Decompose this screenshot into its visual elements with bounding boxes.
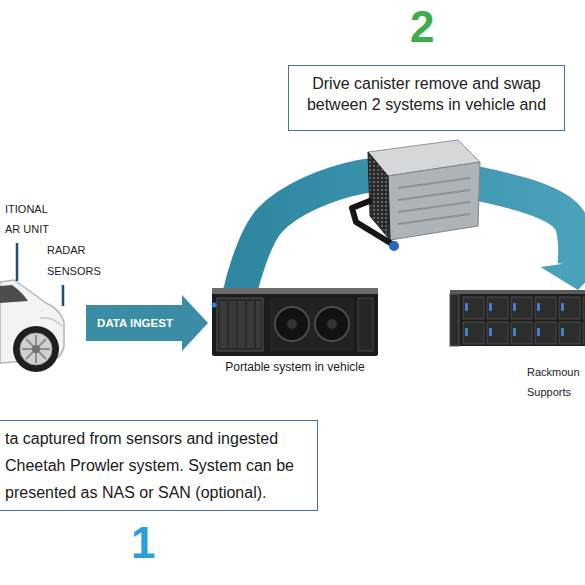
car-window [0, 285, 28, 303]
rim-spoke [26, 339, 46, 359]
drive-slot [247, 301, 254, 348]
canister-side [388, 162, 480, 240]
drive-slot [220, 301, 227, 348]
part-label: ITIONAL AR UNIT [5, 199, 59, 239]
rim-hub [32, 345, 40, 353]
drive-slot [256, 301, 261, 348]
device-label: Portable system in vehicle [212, 359, 378, 375]
drive-slot [229, 301, 236, 348]
box-text: Drive canister remove and swap between 2… [297, 73, 556, 115]
drive-canister [352, 140, 480, 251]
box-text: ta captured from sensors and ingested Ch… [5, 425, 309, 506]
callout-number: 1 [131, 518, 155, 568]
arrow-label: DATA INGEST [89, 317, 181, 329]
part-label: RADAR SENSORS [47, 240, 105, 282]
thumb-screw [389, 241, 399, 251]
vent [358, 298, 373, 351]
rim-spoke [26, 339, 46, 359]
latch-dot [212, 303, 217, 308]
rim-spokes [22, 335, 50, 363]
arrow-head [540, 258, 585, 290]
portable-system: Portable system in vehicle [212, 288, 378, 375]
canister-vents [398, 178, 470, 224]
fan [275, 307, 309, 341]
fan [315, 307, 349, 341]
fan-panel [270, 298, 354, 351]
car [0, 280, 64, 372]
rack-ear [450, 294, 459, 346]
drive-slot [238, 301, 245, 348]
device-area [450, 290, 585, 346]
car-tyre [13, 326, 59, 372]
vent-line [398, 214, 470, 224]
device-area [212, 288, 378, 356]
car-rim [20, 333, 52, 365]
rack-bays [462, 296, 585, 346]
vent-line [398, 190, 470, 200]
rackmount-chassis [450, 290, 585, 346]
arrow-outline [86, 295, 208, 351]
chassis-body [212, 288, 378, 356]
device-label: Rackmoun Supports [527, 362, 585, 402]
vent-line [398, 202, 470, 212]
vent-line [398, 178, 470, 188]
portable-chassis [212, 288, 379, 356]
chassis-top [212, 288, 378, 294]
canister-front [368, 152, 390, 240]
rack-top [450, 290, 585, 294]
canister-handle [352, 200, 392, 244]
leader-line [16, 243, 19, 281]
fan-hub [287, 319, 297, 329]
car-crease [40, 318, 62, 326]
leader-line [62, 285, 65, 306]
drive-bays [217, 298, 263, 351]
ingest-arrow: DATA INGEST [86, 295, 208, 351]
callout-number: 2 [410, 2, 434, 52]
rackmount-system: Rackmoun Supports [450, 290, 585, 402]
note-box: ta captured from sensors and ingested Ch… [0, 420, 318, 511]
callout-box: Drive canister remove and swap between 2… [288, 65, 565, 131]
fan-hub [327, 319, 337, 329]
